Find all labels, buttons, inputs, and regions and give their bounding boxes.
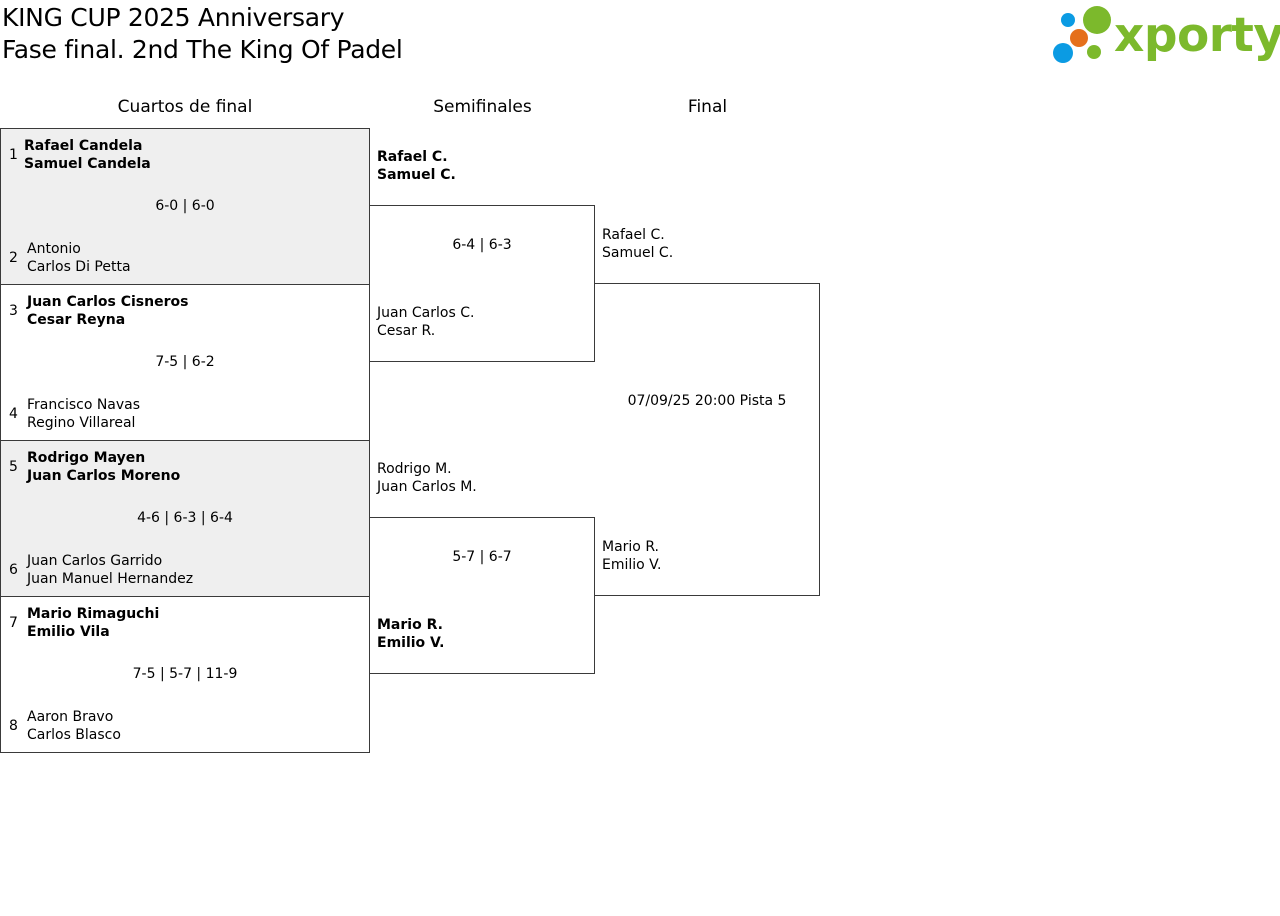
player-name: Juan Carlos Cisneros [27,294,189,310]
team-bottom: Francisco Navas Regino Villareal [27,396,140,432]
round-header-semifinals: Semifinales [433,97,532,117]
player-name: Francisco Navas [27,397,141,413]
final-match[interactable] [595,283,820,596]
semifinal-2-team-top: Rodrigo M. Juan Carlos M. [377,460,477,496]
player-name: Rodrigo Mayen [27,450,146,466]
player-name: Cesar R. [377,323,436,339]
semifinal-2-team-bottom: Mario R. Emilio V. [377,616,444,652]
semifinal-match-1[interactable] [370,205,595,362]
round-header-final: Final [687,97,728,117]
player-name: Juan Carlos M. [377,479,477,495]
final-team-bottom: Mario R. Emilio V. [602,538,661,574]
player-name: Antonio [27,241,81,257]
semifinal-1-score: 6-4 | 6-3 [452,237,512,253]
seed-number: 7 [9,615,18,631]
final-team-top: Rafael C. Samuel C. [602,226,673,262]
quarterfinal-match-2[interactable]: 3 Juan Carlos Cisneros Cesar Reyna 7-5 |… [0,284,370,441]
match-score: 4-6 | 6-3 | 6-4 [137,510,233,526]
quarterfinal-match-1[interactable]: 1 Rafael Candela Samuel Candela 6-0 | 6-… [0,128,370,285]
team-bottom: Juan Carlos Garrido Juan Manuel Hernande… [27,552,193,588]
semifinal-2-score: 5-7 | 6-7 [452,549,512,565]
player-name: Rafael Candela [24,138,143,154]
player-name: Cesar Reyna [27,312,126,328]
player-name: Rodrigo M. [377,461,452,477]
player-name: Juan Manuel Hernandez [27,571,194,587]
player-name: Regino Villareal [27,415,136,431]
team-top: Rafael Candela Samuel Candela [24,137,151,173]
logo-dot-green-small [1087,45,1101,59]
xporty-logo: xporty [1052,4,1280,68]
seed-number: 2 [9,250,18,266]
player-name: Rafael C. [377,149,448,165]
player-name: Mario R. [602,539,659,555]
match-score: 7-5 | 5-7 | 11-9 [132,666,238,682]
player-name: Emilio V. [602,557,662,573]
player-name: Carlos Blasco [27,727,121,743]
semifinal-match-2[interactable] [370,517,595,674]
player-name: Juan Carlos C. [377,305,475,321]
final-schedule: 07/09/25 20:00 Pista 5 [627,393,787,409]
player-name: Rafael C. [602,227,665,243]
logo-dot-green-large [1083,6,1111,34]
player-name: Carlos Di Petta [27,259,131,275]
round-header-quarterfinals: Cuartos de final [117,97,253,117]
seed-number: 8 [9,718,18,734]
quarterfinal-match-4[interactable]: 7 Mario Rimaguchi Emilio Vila 7-5 | 5-7 … [0,596,370,753]
player-name: Samuel C. [377,167,456,183]
player-name: Juan Carlos Garrido [27,553,163,569]
semifinal-1-team-bottom: Juan Carlos C. Cesar R. [377,304,474,340]
match-score: 7-5 | 6-2 [155,354,215,370]
player-name: Samuel Candela [24,156,151,172]
page-subtitle: Fase final. 2nd The King Of Padel [2,35,403,64]
player-name: Emilio V. [377,635,445,651]
player-name: Mario Rimaguchi [27,606,160,622]
team-bottom: Aaron Bravo Carlos Blasco [27,708,121,744]
player-name: Samuel C. [602,245,674,261]
match-score: 6-0 | 6-0 [155,198,215,214]
logo-dot-blue [1061,13,1075,27]
seed-number: 6 [9,562,18,578]
logo-wordmark: xporty [1114,8,1280,63]
seed-number: 1 [9,147,18,163]
team-bottom: Antonio Carlos Di Petta [27,240,131,276]
seed-number: 3 [9,303,18,319]
player-name: Juan Carlos Moreno [27,468,181,484]
semifinal-1-team-top: Rafael C. Samuel C. [377,148,456,184]
team-top: Juan Carlos Cisneros Cesar Reyna [27,293,188,329]
logo-dot-orange [1070,29,1088,47]
team-top: Rodrigo Mayen Juan Carlos Moreno [27,449,180,485]
page-title: KING CUP 2025 Anniversary [2,3,345,32]
team-top: Mario Rimaguchi Emilio Vila [27,605,159,641]
player-name: Mario R. [377,617,443,633]
player-name: Aaron Bravo [27,709,114,725]
player-name: Emilio Vila [27,624,110,640]
logo-dot-blue-large [1053,43,1073,63]
seed-number: 5 [9,459,18,475]
seed-number: 4 [9,406,18,422]
quarterfinal-match-3[interactable]: 5 Rodrigo Mayen Juan Carlos Moreno 4-6 |… [0,440,370,597]
